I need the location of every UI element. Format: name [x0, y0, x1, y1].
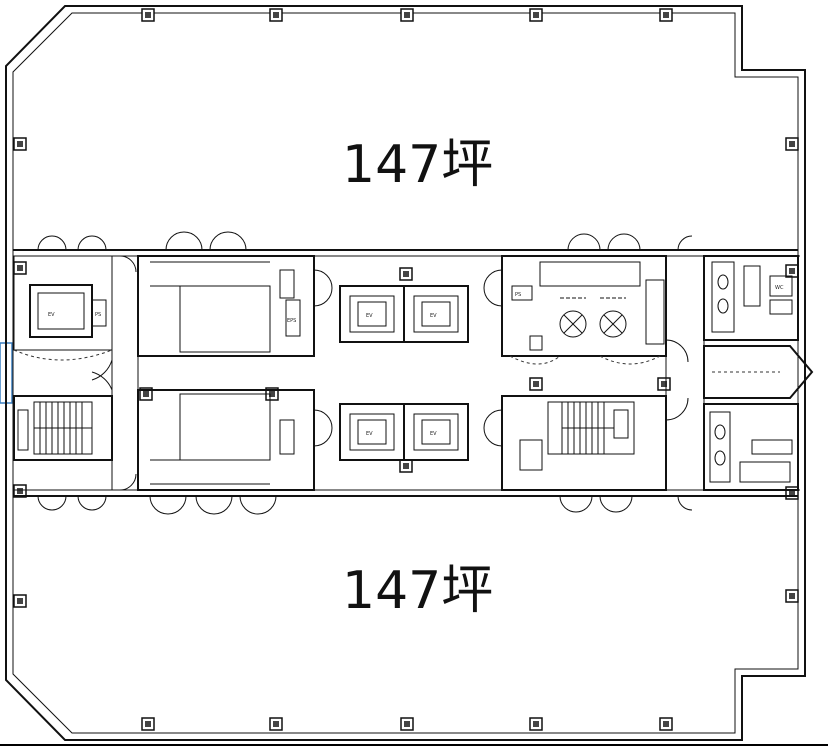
stair-treads-east	[561, 402, 614, 454]
column	[785, 589, 799, 603]
north-area-label: 147坪	[342, 135, 493, 195]
column	[13, 137, 27, 151]
west-central-rooms: EPS	[137, 231, 333, 515]
elevator-west-label: EV	[48, 312, 55, 318]
ps-east-label: PS	[515, 292, 521, 298]
column	[400, 8, 414, 22]
east-central-rooms: PS	[483, 233, 667, 513]
toilet-east-label: WC	[775, 285, 784, 291]
column	[269, 8, 283, 22]
south-area-label: 147坪	[342, 561, 493, 621]
structural-columns	[13, 8, 799, 731]
column	[141, 8, 155, 22]
column	[269, 717, 283, 731]
fan-icon	[559, 310, 587, 338]
elevator-label: EV	[366, 313, 373, 319]
column	[785, 137, 799, 151]
ps-west-label: PS	[95, 312, 101, 318]
column	[400, 717, 414, 731]
elevator-label: EV	[366, 431, 373, 437]
stair-treads-west	[34, 402, 92, 454]
column	[659, 8, 673, 22]
fan-icon	[599, 310, 627, 338]
west-core: EV PS	[13, 235, 139, 511]
column	[141, 717, 155, 731]
elevator-bank: EV EV EV EV	[339, 285, 469, 461]
column	[399, 267, 413, 281]
column	[657, 377, 671, 391]
column	[659, 717, 673, 731]
column	[399, 459, 413, 473]
column	[785, 486, 799, 500]
eps-west-label: EPS	[287, 318, 296, 324]
column	[529, 8, 543, 22]
column	[529, 377, 543, 391]
column	[13, 261, 27, 275]
exterior-wall	[5, 5, 806, 741]
east-toilets: WC	[665, 235, 814, 511]
elevator-label: EV	[430, 431, 437, 437]
column	[785, 264, 799, 278]
column	[529, 717, 543, 731]
elevator-label: EV	[430, 313, 437, 319]
column	[13, 594, 27, 608]
